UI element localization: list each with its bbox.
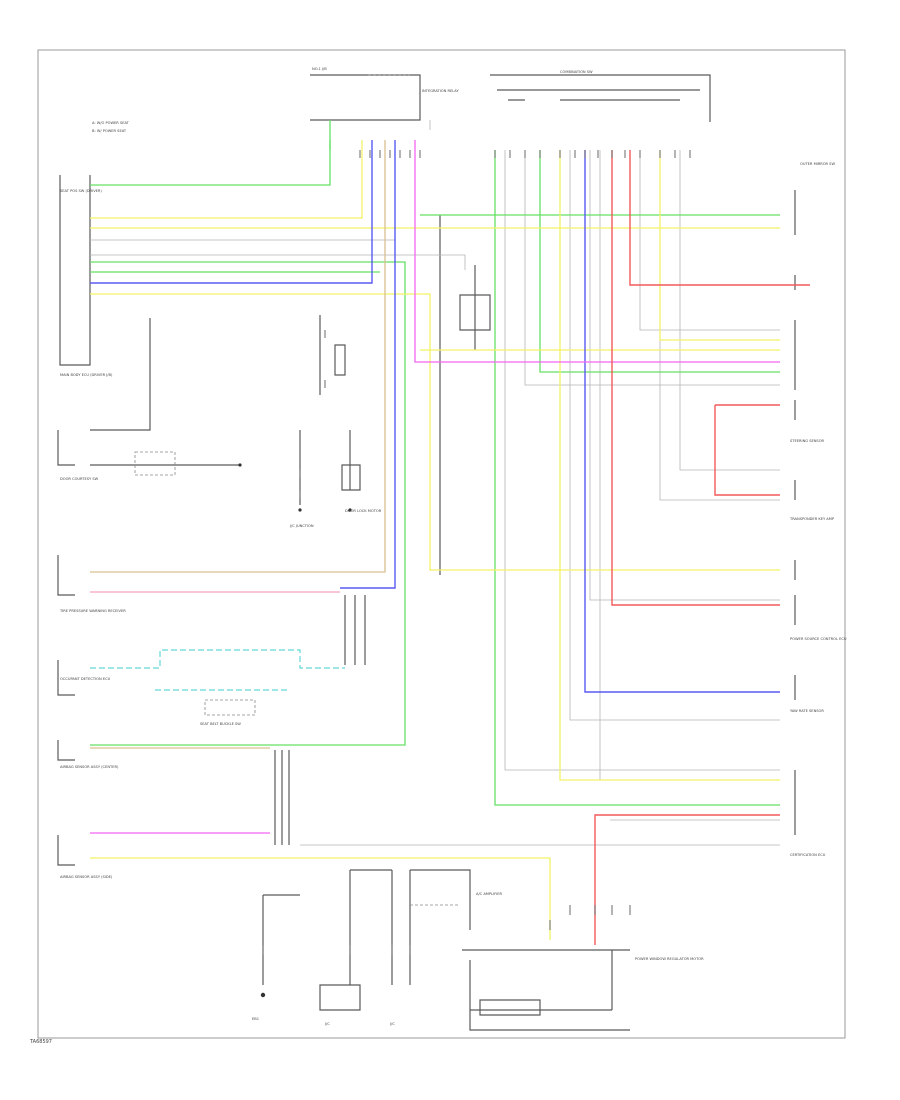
diagram-border <box>37 49 846 1039</box>
label-combination-sw: COMBINATION SW <box>560 70 593 74</box>
label-occupant-sensor: OCCUPANT DETECTION ECU <box>60 677 111 681</box>
label-airbag-front: AIRBAG SENSOR ASSY (CENTER) <box>60 765 119 769</box>
label-fuse-block: NO.1 J/B <box>312 67 327 71</box>
label-main-body-ecu: MAIN BODY ECU (DRIVER J/B) <box>60 373 113 377</box>
pin-marks <box>262 150 691 955</box>
label-ground-3: J/C <box>389 1022 395 1026</box>
label-power-window: POWER WINDOW REGULATOR MOTOR <box>635 957 704 961</box>
label-steering-sensor: STEERING SENSOR <box>790 439 825 443</box>
label-junction-conn: J/C JUNCTION <box>289 524 314 528</box>
label-power-seat-sw: SEAT POS SW (DRIVER) <box>60 189 102 193</box>
red-wires <box>594 150 810 945</box>
label-tire-pressure: TIRE PRESSURE WARNING RECEIVER <box>59 609 126 613</box>
label-door-courtesy: DOOR COURTESY SW <box>60 477 99 481</box>
blue-wires <box>90 140 780 693</box>
yellow-wires <box>90 140 780 940</box>
component-labels: A: W/O POWER SEAT B: W/ POWER SEAT MAIN … <box>59 67 847 1026</box>
tan-wires <box>90 140 386 749</box>
label-yaw-rate: YAW RATE SENSOR <box>790 709 824 713</box>
label-airbag-side: AIRBAG SENSOR ASSY (SIDE) <box>60 875 113 879</box>
cyan-wires <box>90 649 345 691</box>
legend-b: B: W/ POWER SEAT <box>92 129 127 133</box>
label-seatbelt: SEAT BELT BUCKLE SW <box>200 722 241 726</box>
label-door-lock-motor: DOOR LOCK MOTOR <box>345 509 382 513</box>
label-integration-relay: INTEGRATION RELAY <box>422 89 459 93</box>
label-a-c-amplifier: A/C AMPLIFIER <box>476 892 503 896</box>
label-ground-2: J/C <box>324 1022 330 1026</box>
magenta-wires <box>90 140 780 834</box>
footer-reference: TA68597 <box>30 1039 52 1045</box>
green-wires <box>90 120 780 806</box>
dashed-outlines <box>134 74 460 906</box>
label-ground-1: EB1 <box>252 1017 259 1021</box>
black-wires <box>57 74 796 1031</box>
label-power-source: POWER SOURCE CONTROL ECU <box>790 637 847 641</box>
label-right-mirror: OUTER MIRROR SW <box>800 162 835 166</box>
label-certification-ecu: CERTIFICATION ECU <box>790 853 826 857</box>
label-transponder: TRANSPONDER KEY AMP <box>789 517 835 521</box>
junction-dots <box>238 463 352 998</box>
legend-a: A: W/O POWER SEAT <box>92 121 130 125</box>
